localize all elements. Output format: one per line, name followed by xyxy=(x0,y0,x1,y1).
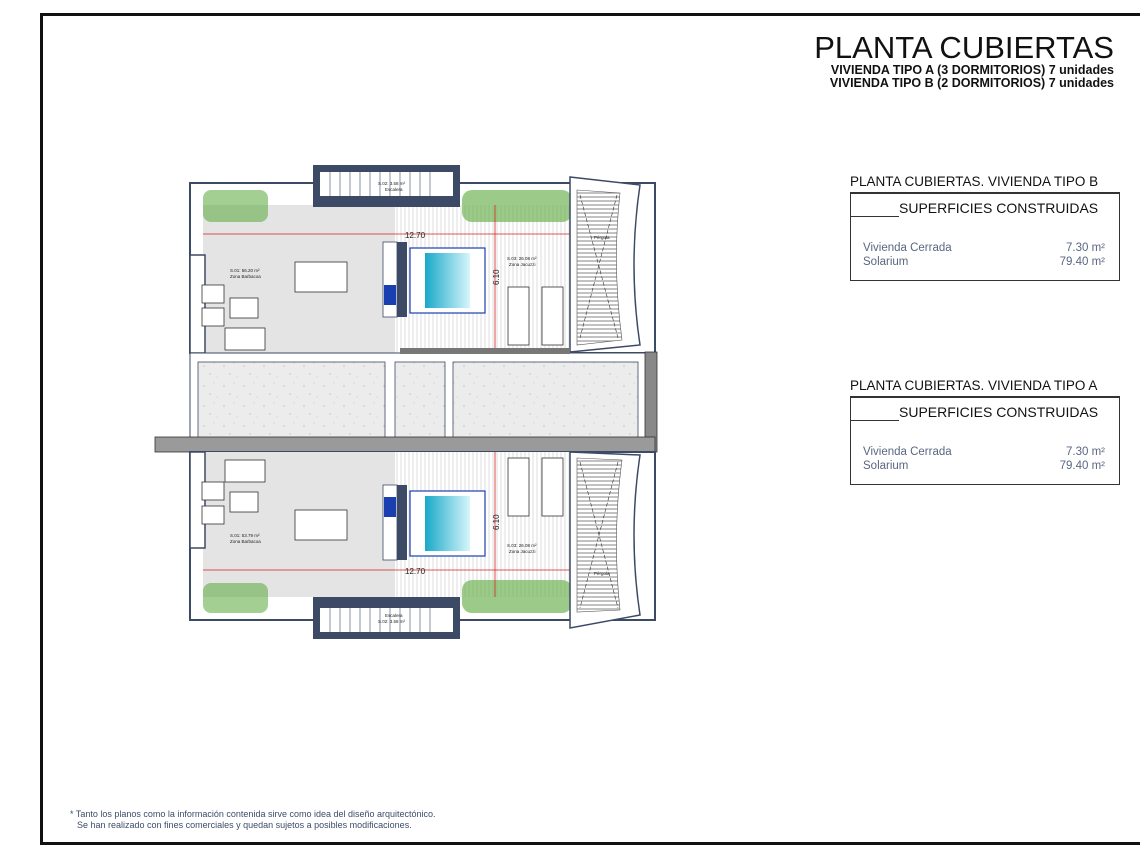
dimension-label: 12.70 xyxy=(405,567,426,576)
unit-tipo-b-plan: 12.70 6.10 S.01: 56.20 m² Zona Barbacoa … xyxy=(189,165,656,354)
subtitle-tipo-b: VIVIENDA TIPO B (2 DORMITORIOS) 7 unidad… xyxy=(829,76,1114,90)
stone-wall xyxy=(154,436,656,453)
room-name: Escalera xyxy=(385,613,403,618)
panel-heading: PLANTA CUBIERTAS. VIVIENDA TIPO A xyxy=(850,378,1120,398)
unit-tipo-a-plan: 12.70 6.10 S.01: 53.79 m² Zona Barbacoa … xyxy=(189,451,656,639)
sofa xyxy=(224,459,266,483)
table-title: SUPERFICIES CONSTRUIDAS xyxy=(899,200,1099,216)
title-block: PLANTA CUBIERTAS VIVIENDA TIPO A (3 DORM… xyxy=(814,32,1114,90)
room-area: S.02: 3.58 m² xyxy=(378,619,406,624)
row-label: Vivienda Cerrada xyxy=(863,446,952,458)
surface-panel-tipo-b: PLANTA CUBIERTAS. VIVIENDA TIPO B SUPERF… xyxy=(850,174,1120,281)
surface-table: SUPERFICIES CONSTRUIDAS Vivienda Cerrada… xyxy=(850,194,1120,281)
row-label: Vivienda Cerrada xyxy=(863,242,952,254)
sunbed xyxy=(541,286,564,346)
note-line: Se han realizado con fines comerciales y… xyxy=(77,820,412,830)
room-area: S.01: 53.79 m² xyxy=(230,533,260,538)
dimension-label: 6.10 xyxy=(492,514,501,530)
note-line: * Tanto los planos como la información c… xyxy=(70,809,436,819)
room-area: S.01: 56.20 m² xyxy=(230,268,260,273)
row-value: 7.30 m² xyxy=(1066,242,1105,254)
room-area: S.02: 3.58 m² xyxy=(378,181,406,186)
dining-table xyxy=(294,261,348,293)
sunbed xyxy=(507,286,530,346)
jacuzzi xyxy=(425,253,470,308)
table-row: Vivienda Cerrada 7.30 m² xyxy=(863,242,1105,254)
divider xyxy=(851,420,899,421)
disclaimer-note: * Tanto los planos como la información c… xyxy=(70,809,436,831)
table-row: Solarium 79.40 m² xyxy=(863,256,1105,268)
row-value: 79.40 m² xyxy=(1059,460,1105,472)
dimension-label: 6.10 xyxy=(492,269,501,285)
plants xyxy=(203,190,268,222)
room-name: Zona Jacuzzi xyxy=(509,549,536,554)
row-label: Solarium xyxy=(863,256,909,268)
pergola-label: Pérgola xyxy=(594,571,610,576)
sunbed xyxy=(507,457,530,517)
sunbed xyxy=(541,457,564,517)
subtitle-tipo-a: VIVIENDA TIPO A (3 DORMITORIOS) 7 unidad… xyxy=(830,63,1114,77)
surface-table: SUPERFICIES CONSTRUIDAS Vivienda Cerrada… xyxy=(850,398,1120,485)
row-label: Solarium xyxy=(863,460,909,472)
divider xyxy=(851,216,899,217)
plants xyxy=(462,580,572,613)
room-name: Escalera xyxy=(385,187,403,192)
drawing-frame xyxy=(40,13,1140,845)
dining-table xyxy=(294,509,348,541)
row-value: 79.40 m² xyxy=(1059,256,1105,268)
room-name: Zona Jacuzzi xyxy=(509,262,536,267)
jacuzzi xyxy=(425,496,470,551)
row-value: 7.30 m² xyxy=(1066,446,1105,458)
pergola-label: Pérgola xyxy=(594,235,610,240)
room-area: S.03: 26.08 m² xyxy=(507,256,537,261)
dimension-label: 12.70 xyxy=(405,231,426,240)
room-name: Zona Barbacoa xyxy=(230,274,261,279)
sofa xyxy=(224,327,266,351)
panel-heading: PLANTA CUBIERTAS. VIVIENDA TIPO B xyxy=(850,174,1120,194)
table-row: Vivienda Cerrada 7.30 m² xyxy=(863,446,1105,458)
table-title: SUPERFICIES CONSTRUIDAS xyxy=(899,404,1099,420)
central-courtyard xyxy=(154,348,658,453)
table-row: Solarium 79.40 m² xyxy=(863,460,1105,472)
surface-panel-tipo-a: PLANTA CUBIERTAS. VIVIENDA TIPO A SUPERF… xyxy=(850,378,1120,485)
page-title: PLANTA CUBIERTAS xyxy=(814,30,1114,65)
plants xyxy=(203,583,268,613)
room-area: S.03: 26.08 m² xyxy=(507,543,537,548)
plants xyxy=(462,190,572,222)
room-name: Zona Barbacoa xyxy=(230,539,261,544)
